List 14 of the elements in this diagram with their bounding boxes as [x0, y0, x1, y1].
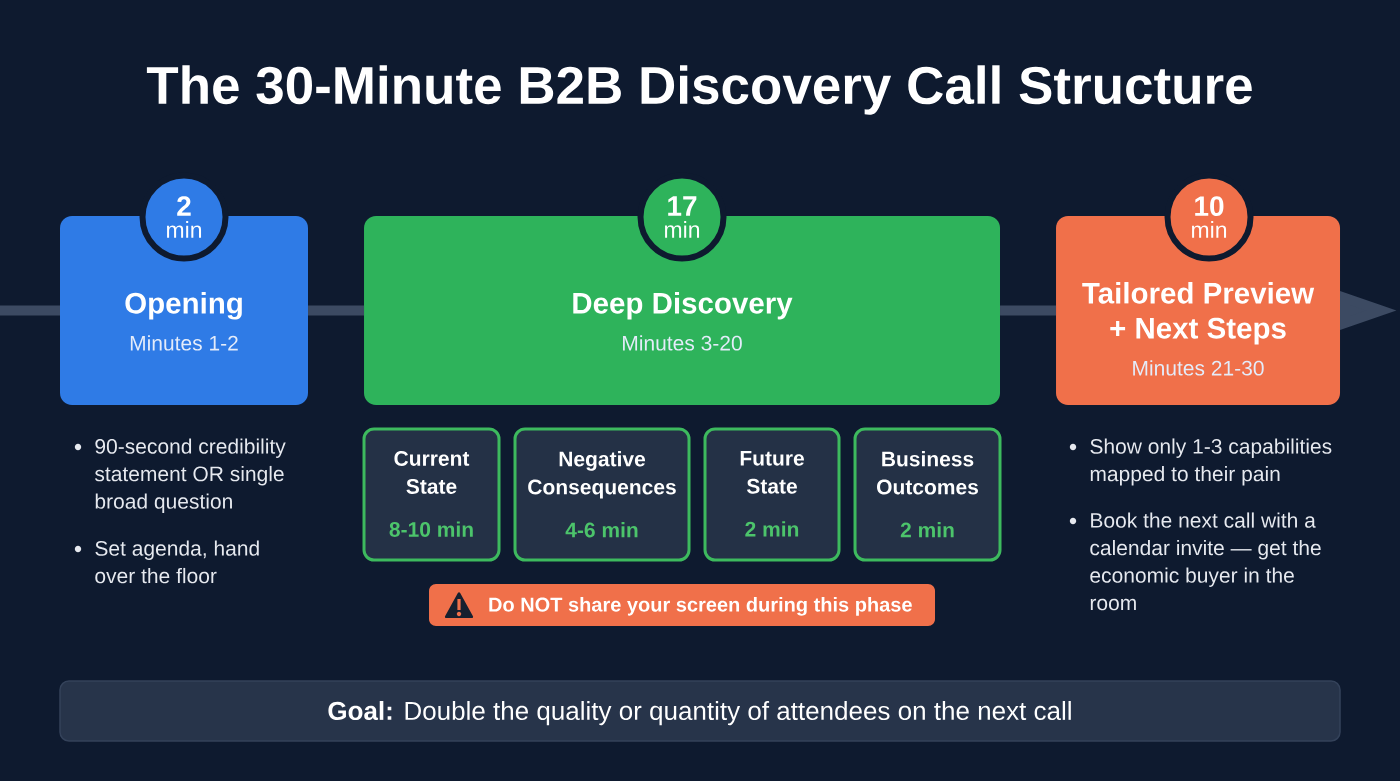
step-card: Current State 8-10 min: [362, 427, 501, 562]
title: The 30-Minute B2B Discovery Call Structure: [146, 65, 1252, 115]
bullet-text: 90-second credibility statement OR single broad question: [95, 438, 286, 513]
timeline-line: [308, 305, 364, 316]
timeline-line: [1000, 305, 1056, 316]
bullet-text: Show only 1-3 capabilities mapped to their pain: [1090, 438, 1332, 486]
step-card: Business Outcomes 2 min: [853, 427, 1002, 562]
bullet-text: Set agenda, hand over the floor: [95, 540, 259, 584]
timeline-line: [0, 305, 60, 316]
step-card: Negative Consequences 4-6 min: [513, 427, 691, 562]
warning-banner: Do NOT share your screen during this phase: [429, 584, 935, 626]
goal-banner: Goal: Double the quality or quantity of attendees on the next call: [59, 680, 1341, 742]
bullet-text: Book the next call with a calendar invite — get the economic buyer in the room: [1090, 512, 1321, 611]
step-card: Future State 2 min: [703, 427, 841, 562]
